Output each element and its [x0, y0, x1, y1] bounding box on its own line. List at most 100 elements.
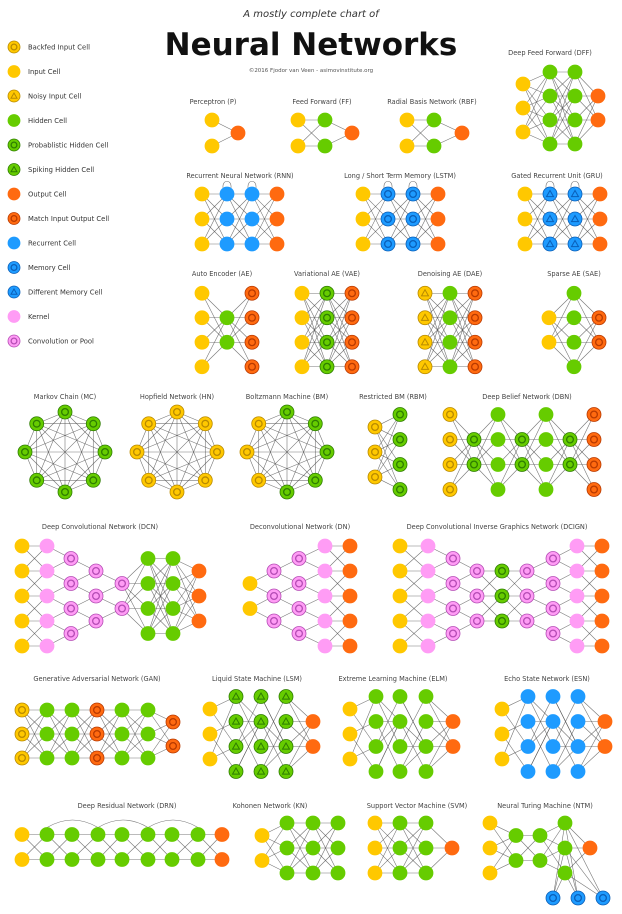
connection-line	[473, 414, 499, 465]
cells	[194, 285, 260, 375]
hidden-cell-node	[418, 815, 434, 831]
connection-line	[374, 414, 401, 478]
hidden-cell-node	[279, 865, 295, 881]
convolution-pool-cell-node	[519, 613, 535, 629]
legend-item: Different Memory Cell	[7, 285, 103, 299]
match-input-output-cell-node	[344, 285, 360, 301]
probabilistic-hidden-cell-node	[392, 432, 408, 447]
hidden-cell-node	[442, 285, 458, 301]
backfed-input-cell-node	[14, 750, 30, 766]
output-cell-node	[214, 827, 230, 842]
connection-line	[564, 822, 579, 899]
match-input-output-cell-node	[344, 359, 360, 375]
hidden-cell-node	[140, 576, 156, 591]
input-cell-node	[14, 538, 30, 554]
probabilistic-hidden-cell-node	[514, 432, 530, 447]
connection-line	[374, 822, 401, 874]
output-cell-node	[444, 840, 460, 856]
match-input-output-cell-node	[467, 285, 483, 301]
kernel-cell-node	[569, 613, 585, 629]
input-cell-node	[342, 726, 358, 742]
input-cell-node	[541, 334, 557, 350]
input-cell-node	[517, 211, 533, 227]
output-cell-node	[191, 563, 207, 579]
hidden-cell-node	[538, 457, 554, 472]
input-cell-node	[541, 310, 557, 326]
spiking-hidden-cell-node	[228, 689, 244, 704]
memory-cell-node	[405, 236, 421, 252]
noisy-input-cell-node	[417, 334, 433, 350]
match-input-output-cell-node	[467, 310, 483, 326]
spiking-hidden-cell-node	[278, 714, 294, 729]
hidden-cell-node	[39, 726, 55, 742]
output-cell-node	[592, 211, 608, 227]
cells	[290, 112, 360, 154]
input-cell-node	[392, 613, 408, 629]
hidden-cell-node	[392, 840, 408, 856]
output-cell-node	[230, 125, 246, 141]
network-label: Denoising AE (DAE)	[418, 270, 482, 278]
connections	[362, 180, 439, 245]
input-cell-node	[494, 726, 510, 742]
hidden-cell-node	[490, 457, 506, 472]
cells	[202, 689, 321, 779]
recurrent-cell-node	[545, 739, 561, 754]
recurrent-cell-node	[244, 186, 260, 202]
connection-line	[147, 558, 174, 634]
recurrent-cell-node	[520, 764, 536, 779]
hidden-cell-node	[219, 334, 235, 350]
output-cell-node	[594, 613, 610, 629]
convolution-pool-cell-node	[545, 601, 561, 616]
backfed-input-cell-node	[442, 407, 458, 422]
hidden-cell-node	[305, 865, 321, 881]
backfed-input-cell-node	[197, 416, 213, 432]
legend-item: Memory Cell	[7, 261, 71, 274]
connection-line	[24, 423, 94, 453]
input-cell-node	[494, 751, 510, 767]
kernel-cell-node	[420, 588, 436, 604]
hidden-cell-node	[566, 334, 582, 350]
input-cell-node	[14, 563, 30, 579]
backfed-input-cell-node	[14, 702, 30, 718]
convolution-pool-cell-node	[266, 588, 282, 604]
noisy-input-cell-node	[7, 89, 21, 103]
kernel-cell-node	[39, 613, 55, 629]
hidden-cell-node	[190, 827, 206, 842]
hidden-cell-node	[557, 840, 573, 856]
recurrent-loop	[408, 180, 418, 189]
legend-item: Backfed Input Cell	[7, 40, 90, 54]
connection-line	[412, 193, 439, 245]
input-cell-node	[517, 186, 533, 202]
probabilistic-hidden-cell-node	[392, 407, 408, 422]
input-cell-node	[399, 112, 415, 128]
network-rbm: Restricted BM (RBM)	[359, 393, 427, 497]
convolution-pool-cell-node	[88, 588, 104, 604]
cells	[17, 404, 113, 500]
convolution-pool-cell-node	[266, 613, 282, 629]
connection-line	[121, 558, 149, 609]
output-cell-node	[342, 538, 358, 554]
kernel-cell-node	[569, 538, 585, 554]
hidden-cell-node	[566, 310, 582, 326]
cells	[14, 538, 207, 654]
network-dff: Deep Feed Forward (DFF)	[508, 49, 606, 152]
match-input-output-cell-node	[89, 726, 105, 742]
hidden-cell-node	[305, 840, 321, 856]
cells	[417, 285, 483, 375]
convolution-pool-cell-node	[519, 588, 535, 604]
probabilistic-hidden-cell-node	[466, 457, 482, 472]
backfed-input-cell-node	[367, 444, 383, 460]
network-ff: Feed Forward (FF)	[290, 98, 360, 154]
recurrent-loop	[222, 180, 232, 189]
legend-label: Hidden Cell	[28, 117, 67, 125]
spiking-hidden-cell-node	[253, 739, 269, 754]
output-cell-node	[430, 186, 446, 202]
kernel-cell-node	[420, 613, 436, 629]
cells	[367, 815, 460, 881]
output-cell-node	[592, 236, 608, 252]
memory-cell-node	[380, 186, 396, 202]
kernel-cell-node	[39, 538, 55, 554]
output-cell-node	[445, 714, 461, 729]
convolution-pool-cell-node	[445, 551, 461, 566]
